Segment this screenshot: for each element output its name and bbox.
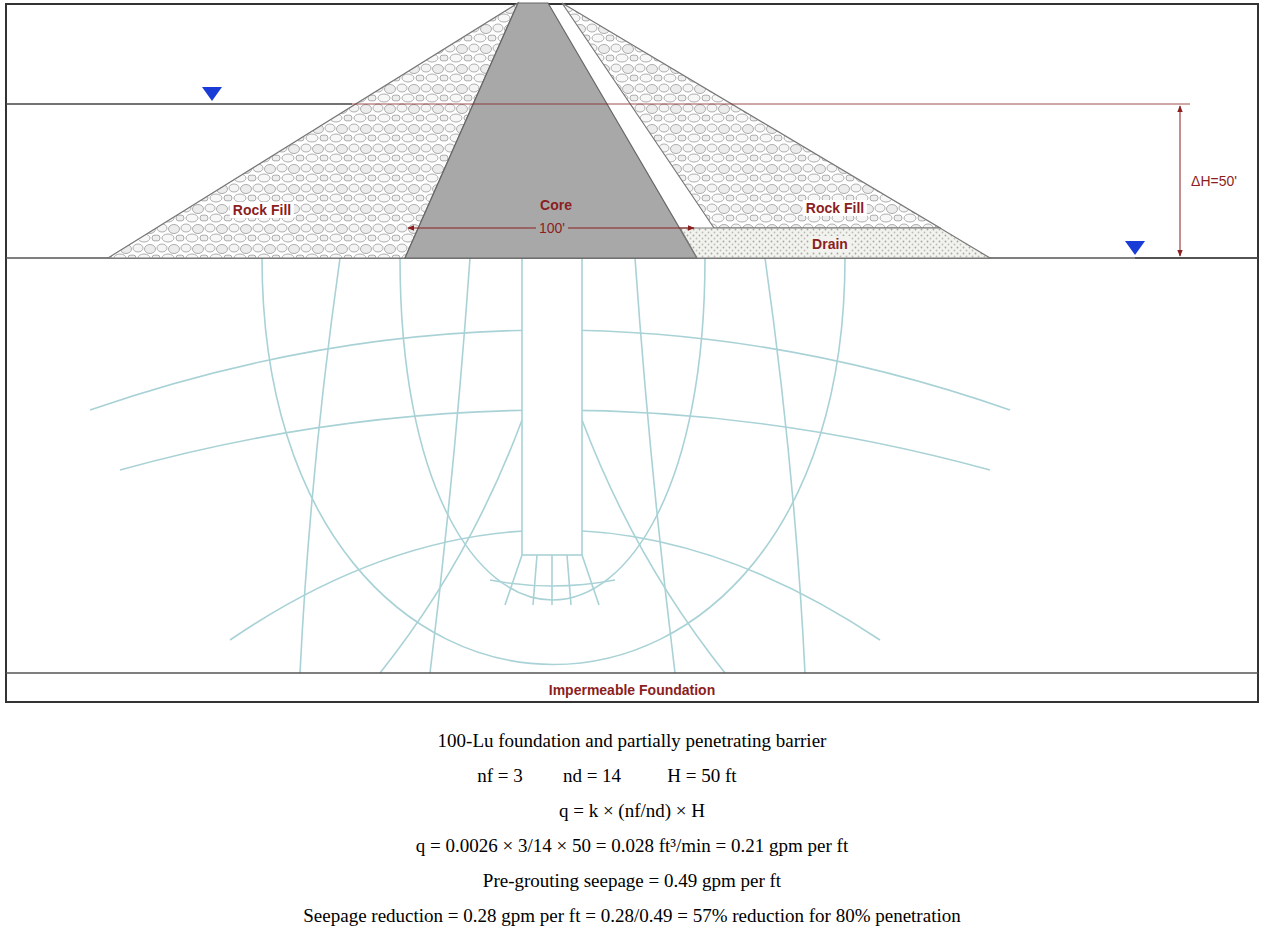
- frame: [6, 4, 1258, 702]
- zone-label: Core: [537, 197, 575, 213]
- rock-fill-zone: Rock Fill: [562, 3, 940, 228]
- upstream-water-line: [6, 103, 352, 105]
- caption: 100-Lu foundation and partially penetrat…: [438, 730, 827, 752]
- text-holder: Rock Fill: [803, 199, 867, 217]
- zone-label: Impermeable Foundation: [546, 682, 718, 698]
- calculation-note: nf = 3: [477, 765, 523, 787]
- text-holder: Rock Fill: [230, 201, 294, 219]
- zone-shape: [562, 3, 940, 228]
- water-level-symbol: [1125, 241, 1145, 255]
- impermeable-foundation: Impermeable Foundation: [6, 673, 1258, 702]
- flow-net: [90, 258, 1010, 673]
- calculation-note: q = 0.0026 × 3/14 × 50 = 0.028 ft³/min =…: [416, 835, 848, 857]
- calculation-note: q = k × (nf/nd) × H: [559, 800, 705, 822]
- zone-label: Rock Fill: [230, 202, 294, 218]
- text-holder: Drain: [809, 235, 851, 253]
- calculation-note: nd = 14: [563, 765, 621, 787]
- head-reference-line: [352, 104, 1190, 105]
- head-dimension: [1180, 106, 1181, 256]
- zone-label: Drain: [809, 236, 851, 252]
- drain-zone: Drain: [680, 228, 990, 258]
- calculation-note: H = 50 ft: [667, 765, 736, 787]
- calculation-note: Pre-grouting seepage = 0.49 gpm per ft: [483, 870, 781, 892]
- grout-curtain: [522, 258, 582, 555]
- text-holder: Core: [537, 196, 575, 214]
- downstream-water-line: [1135, 257, 1258, 259]
- text-holder: Impermeable Foundation: [546, 681, 718, 699]
- calculation-note: Seepage reduction = 0.28 gpm per ft = 0.…: [303, 905, 960, 927]
- zone-shape: [680, 228, 990, 258]
- zone-outline: [562, 3, 940, 228]
- dimension-label: 100': [536, 220, 568, 236]
- dimension-label: ΔH=50': [1188, 173, 1240, 189]
- foundation-line: [6, 672, 1258, 674]
- zone-label: Rock Fill: [803, 200, 867, 216]
- water-level-symbol: [202, 87, 222, 101]
